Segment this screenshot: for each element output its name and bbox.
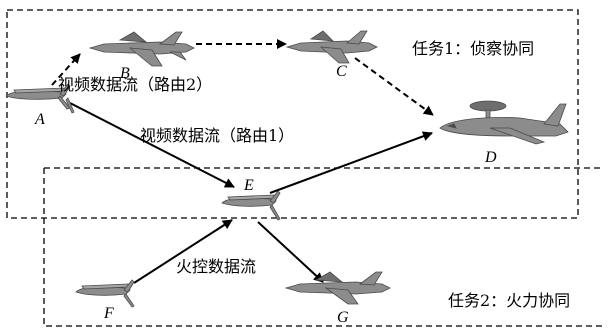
task2-box [43,167,603,327]
arrow-c-to-d [354,57,434,116]
node-label-b: B [120,65,130,82]
arrow-e-to-d [269,131,433,194]
arrow-a-to-b [51,53,81,86]
node-label-d: D [484,149,497,166]
arrow-e-to-g [257,221,324,283]
fighter-c-icon [285,30,378,64]
arrow-a-to-e [69,102,235,188]
uav-f-icon [75,279,135,308]
uav-e-icon [221,190,281,221]
task1-box [6,9,579,219]
node-label-e: E [243,177,254,194]
fighter-b-icon [88,31,195,67]
task1-title: 任务1：侦察协同 [412,39,534,58]
flow-label-fire-control: 火控数据流 [176,257,256,276]
flow-label-route1: 视频数据流（路由1） [140,126,294,145]
node-label-a: A [34,111,45,128]
flow-label-route2: 视频数据流（路由2） [58,75,212,94]
task2-title: 任务2：火力协同 [448,291,570,310]
node-label-c: C [336,63,347,80]
flow-arrows [51,39,434,284]
awacs-d-icon [439,100,569,145]
uav-a-icon [5,83,75,114]
node-label-g: G [337,309,349,326]
fighter-g-icon [284,271,391,305]
node-label-f: F [103,305,114,322]
arrow-f-to-e [133,219,233,284]
